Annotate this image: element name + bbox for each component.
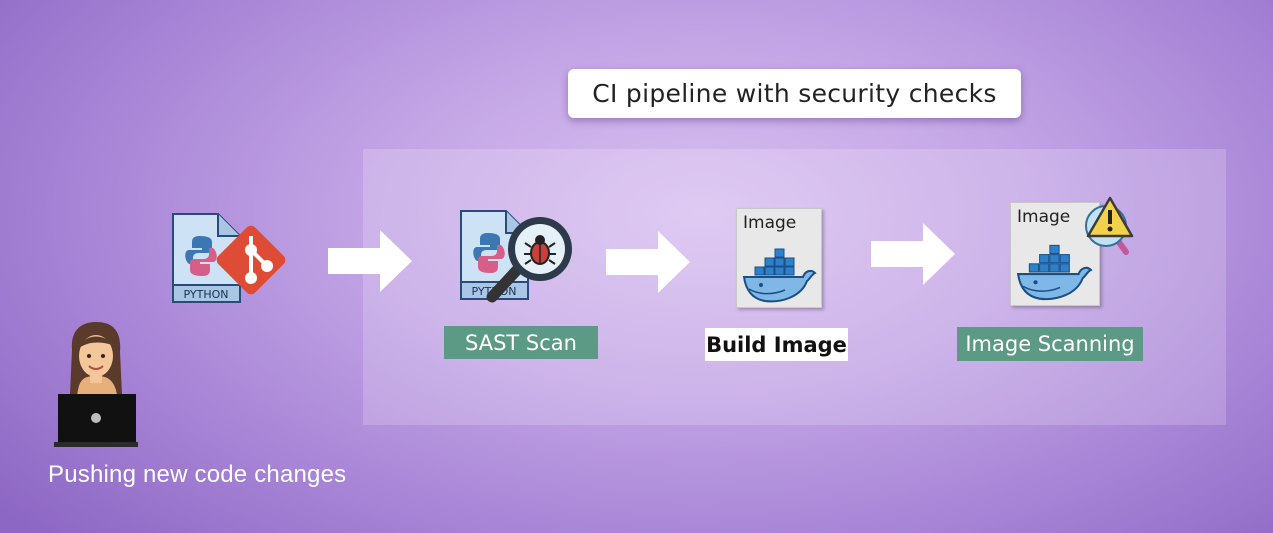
pipeline-title: CI pipeline with security checks — [568, 69, 1021, 118]
image-scanning-label: Image Scanning — [957, 327, 1143, 361]
source-file-label: PYTHON — [184, 288, 229, 301]
docker-whale-icon — [742, 248, 817, 303]
developer-caption: Pushing new code changes — [48, 461, 347, 488]
docker-whale-icon — [1016, 244, 1093, 301]
build-image-label: Build Image — [705, 328, 848, 361]
build-image-card-text: Image — [743, 213, 797, 233]
arrow-right-icon — [871, 223, 955, 285]
arrow-right-icon — [606, 231, 690, 293]
build-image-card: Image — [736, 208, 822, 308]
warning-icon — [1085, 196, 1134, 255]
sast-scan-label: SAST Scan — [444, 326, 598, 359]
scanned-image-card-text: Image — [1017, 207, 1071, 227]
arrow-right-icon — [328, 230, 412, 292]
magnifier-bug-icon — [486, 217, 572, 303]
developer-avatar-icon — [54, 322, 138, 447]
scanned-image-card: Image — [1010, 202, 1100, 306]
git-icon — [216, 225, 286, 295]
